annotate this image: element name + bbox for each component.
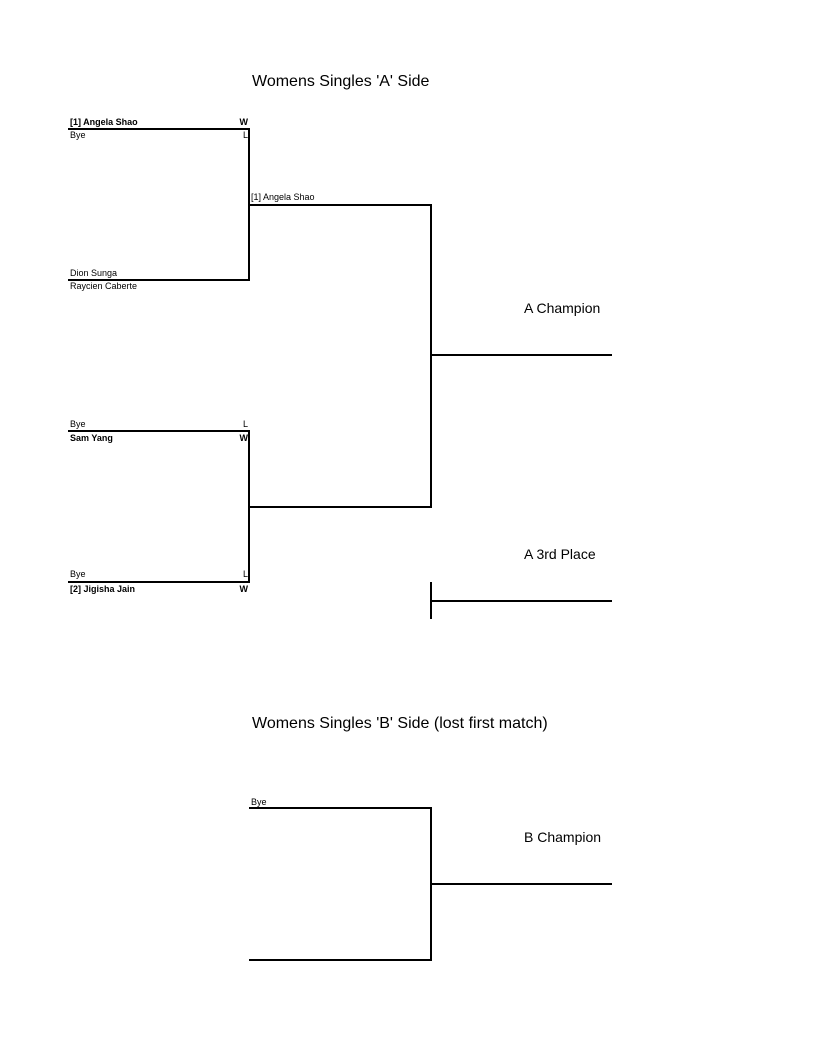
a-third-place-line (430, 600, 612, 602)
a-r1-m4-top-result: L (242, 569, 248, 579)
a-side-title: Womens Singles 'A' Side (252, 73, 430, 90)
a-champion-label: A Champion (524, 300, 601, 316)
a-r2-lower-line (248, 506, 432, 508)
a-r1-m4-bottom-result: W (239, 584, 249, 594)
a-r1-m1-top-player: [1] Angela Shao (70, 117, 138, 127)
a-r2-upper-line (248, 204, 432, 206)
b-r1-top-line (249, 807, 432, 809)
a-third-place-label: A 3rd Place (524, 546, 596, 562)
a-r1-m3-bottom-result: W (239, 433, 249, 443)
a-r1-m1-top-line (68, 128, 250, 130)
a-r1-m1-bottom-result: L (242, 130, 248, 140)
a-r2-upper-player: [1] Angela Shao (251, 192, 315, 202)
a-champion-line (430, 354, 612, 356)
a-r1-m3-top-player: Bye (70, 419, 86, 429)
a-r1-m4-top-player: Bye (70, 569, 86, 579)
a-r2-connector (430, 204, 432, 508)
b-champion-line (430, 883, 612, 885)
b-champion-label: B Champion (524, 829, 602, 845)
a-r1-m1-bottom-player: Bye (70, 130, 86, 140)
b-r1-bottom-line (249, 959, 432, 961)
a-r1-m4-top-line (68, 581, 250, 583)
a-r1-m4-bottom-player: [2] Jigisha Jain (70, 584, 136, 594)
a-r1-m3-bottom-player: Sam Yang (70, 433, 113, 443)
a-r1-m3-top-result: L (242, 419, 248, 429)
a-r1-m2-top-line (68, 279, 250, 281)
a-r1-m2-top-player: Dion Sunga (70, 268, 118, 278)
b-side-title: Womens Singles 'B' Side (lost first matc… (252, 715, 548, 732)
a-r1-m3-top-line (68, 430, 250, 432)
b-r1-top-player: Bye (251, 797, 267, 807)
a-r1-m2-bottom-player: Raycien Caberte (70, 281, 138, 291)
a-r1-m1-top-result: W (239, 117, 249, 127)
